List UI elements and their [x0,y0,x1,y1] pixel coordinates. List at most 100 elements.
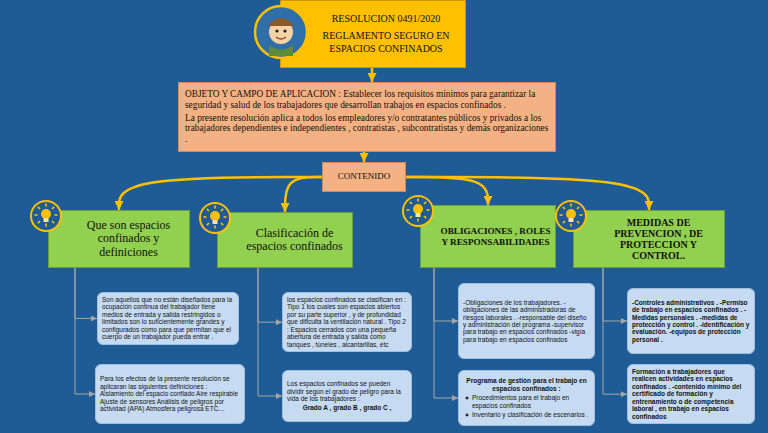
icon-ring [31,201,61,231]
icon-ray [410,216,412,218]
lightbulb-icon [401,194,435,228]
icon-bulb-base [416,213,421,217]
detail-box: -Controles administrativos . -Permiso de… [627,288,755,354]
box-text: Procedimientos para el trabajo en espaci… [463,394,590,409]
connector [371,68,374,82]
icon-ring [200,203,230,233]
connector [258,268,282,322]
icon-ray [52,221,54,223]
box-text: Grado A , grado B , grado C , [287,404,407,411]
section-box: OBLIGACIONES , ROLES Y RESPONSABILIDADES [420,205,556,268]
box-text: -Obligaciones de los trabajadores. -obli… [463,299,590,344]
section-box: Clasificación de espacios confinados [217,212,353,268]
section-box: MEDIDAS DE PREVENCION , DE PROTECCION Y … [573,210,725,268]
scope-box: OBJETO Y CAMPO DE APLICACION : Establece… [178,82,556,152]
icon-ray [424,202,426,204]
icon-ray [45,224,47,227]
icon-bulb [210,211,220,221]
box-text: Clasificación de espacios confinados [240,227,349,253]
connector [406,177,488,205]
icon-ray [38,207,40,209]
connector [434,268,458,321]
box-text: REGLAMENTO SEGURO EN ESPACIOS CONFINADOS [313,30,459,55]
box-text: Para los efectos de la presente resoluci… [100,375,240,412]
box-text: MEDIDAS DE PREVENCION , DE PROTECCION Y … [596,217,721,261]
icon-ray [577,221,579,223]
box-text: OBJETO Y CAMPO DE APLICACION : Establece… [185,89,549,110]
icon-ray [221,209,223,211]
box-text: Inventario y clasificación de escenarios… [463,411,590,418]
icon-ray [221,223,223,225]
box-text: OBLIGACIONES , ROLES Y RESPONSABILIDADES [439,226,552,246]
box-text: La presente resolución aplica a todos lo… [185,113,549,145]
detail-box: Formación a trabajadores que realicen ac… [627,364,755,424]
icon-ray [563,221,565,223]
icon-ray [570,224,572,227]
icon-ray [424,216,426,218]
icon-hair [268,18,294,26]
icon-bulb-base [569,218,574,222]
connector [434,268,458,398]
detail-box: Para los efectos de la presente resoluci… [95,364,245,424]
icon-ray [207,209,209,211]
detail-box: Programa de gestión para el trabajo en e… [458,370,595,426]
box-text: Programa de gestión para el trabajo en e… [463,377,590,392]
section-box: Que son espacios confinados y definicion… [48,210,190,268]
icon-ray [580,214,583,216]
box-text: Son aquellos que no están diseñados para… [102,296,234,341]
box-text: los espacios confinados se clasifican en… [287,296,407,348]
icon-ray [38,221,40,223]
icon-ray [45,204,47,207]
icon-ray [560,214,563,216]
title-box: RESOLUCION 0491/2020REGLAMENTO SEGURO EN… [280,0,466,68]
icon-bulb-base [44,218,49,222]
icon-ray [417,219,419,222]
icon-bulb [566,209,576,219]
lightbulb-icon [198,201,232,235]
connector [285,177,322,212]
icon-ray [224,216,227,218]
icon-mouth [276,37,286,39]
detail-box: Son aquellos que no están diseñados para… [97,292,239,345]
detail-box: los espacios confinados se clasifican en… [282,292,412,352]
icon-ray [410,202,412,204]
icon-ray [570,204,572,207]
icon-ray [204,216,207,218]
detail-box: -Obligaciones de los trabajadores. -obli… [458,283,595,359]
icon-bulb [413,204,423,214]
connector [258,268,282,396]
icon-ray [207,223,209,225]
icon-ray [407,209,410,211]
lightbulb-icon [554,199,588,233]
connector [363,152,366,162]
connector [603,268,627,321]
box-text: -Controles administrativos . -Permiso de… [632,299,750,344]
box-text: Formación a trabajadores que realicen ac… [632,368,750,420]
connector [603,268,627,394]
cartoon-icon [253,4,309,60]
connector [75,268,95,394]
content-box: CONTENIDO [322,162,406,192]
icon-ring [403,196,433,226]
box-text: Que son espacios confinados y definicion… [71,219,186,259]
icon-ring [255,6,307,58]
icon-ring [556,201,586,231]
icon-body [269,45,293,56]
icon-ray [427,209,430,211]
icon-ray [577,207,579,209]
icon-ray [214,226,216,229]
icon-eye [283,29,286,32]
lightbulb-icon [29,199,63,233]
icon-ray [52,207,54,209]
box-text: RESOLUCION 0491/2020 [313,13,459,26]
icon-ray [35,214,38,216]
icon-ray [417,199,419,202]
box-text: CONTENIDO [326,172,402,182]
icon-ray [214,206,216,209]
connector [75,268,97,318]
box-text: Los espacios confinados se pueden dividi… [287,380,407,402]
icon-bulb-base [213,220,218,224]
icon-ray [55,214,58,216]
